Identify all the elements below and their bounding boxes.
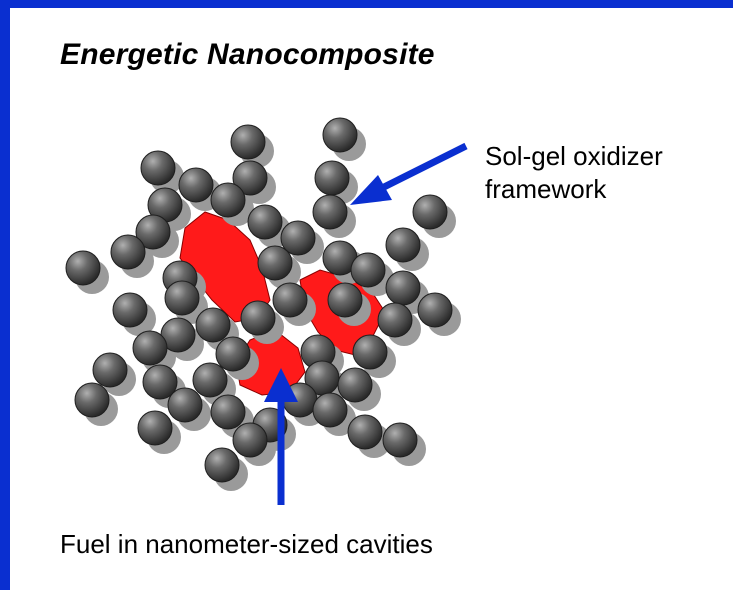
oxidizer-particles xyxy=(65,117,461,491)
oxidizer-particle xyxy=(257,245,293,281)
oxidizer-particle xyxy=(204,447,240,483)
diagram-title: Energetic Nanocomposite xyxy=(60,38,435,71)
oxidizer-particle xyxy=(385,270,421,306)
oxidizer-particle xyxy=(132,330,168,366)
oxidizer-particle xyxy=(377,302,413,338)
oxidizer-particle xyxy=(412,194,448,230)
oxidizer-particle xyxy=(215,336,251,372)
oxidizer-particle xyxy=(210,394,246,430)
oxidizer-particle xyxy=(210,182,246,218)
oxidizer-particle xyxy=(280,220,316,256)
arrowhead-icon xyxy=(264,368,298,402)
oxidizer-particle xyxy=(92,352,128,388)
oxidizer-label-line1: Sol-gel oxidizer xyxy=(485,141,663,171)
oxidizer-particle xyxy=(230,124,266,160)
oxidizer-particle xyxy=(164,280,200,316)
oxidizer-particle xyxy=(112,292,148,328)
oxidizer-particle xyxy=(314,160,350,196)
oxidizer-particle xyxy=(137,410,173,446)
oxidizer-particle xyxy=(327,282,363,318)
oxidizer-particle xyxy=(322,117,358,153)
oxidizer-particle xyxy=(382,422,418,458)
oxidizer-arrow xyxy=(350,142,468,205)
oxidizer-particle xyxy=(352,334,388,370)
oxidizer-particle xyxy=(142,364,178,400)
oxidizer-particle xyxy=(312,194,348,230)
oxidizer-particle xyxy=(385,227,421,263)
arrowhead-icon xyxy=(350,175,392,205)
oxidizer-particle xyxy=(337,367,373,403)
oxidizer-particle xyxy=(350,252,386,288)
oxidizer-particle xyxy=(312,392,348,428)
oxidizer-particle xyxy=(65,250,101,286)
oxidizer-particle xyxy=(417,292,453,328)
oxidizer-label-line2: framework xyxy=(485,174,607,204)
oxidizer-particle xyxy=(232,160,268,196)
oxidizer-particle xyxy=(74,382,110,418)
oxidizer-particle xyxy=(240,300,276,336)
fuel-label: Fuel in nanometer-sized cavities xyxy=(60,529,433,559)
oxidizer-particle xyxy=(135,214,171,250)
oxidizer-particle xyxy=(247,204,283,240)
oxidizer-label: Sol-gel oxidizer framework xyxy=(485,140,663,206)
oxidizer-particle xyxy=(192,362,228,398)
oxidizer-particle xyxy=(110,234,146,270)
oxidizer-particle xyxy=(178,167,214,203)
oxidizer-particle xyxy=(195,307,231,343)
oxidizer-particle xyxy=(232,422,268,458)
oxidizer-particle xyxy=(167,387,203,423)
fuel-arrow xyxy=(264,368,298,505)
oxidizer-particle xyxy=(347,414,383,450)
oxidizer-particle xyxy=(140,150,176,186)
oxidizer-particle xyxy=(272,282,308,318)
